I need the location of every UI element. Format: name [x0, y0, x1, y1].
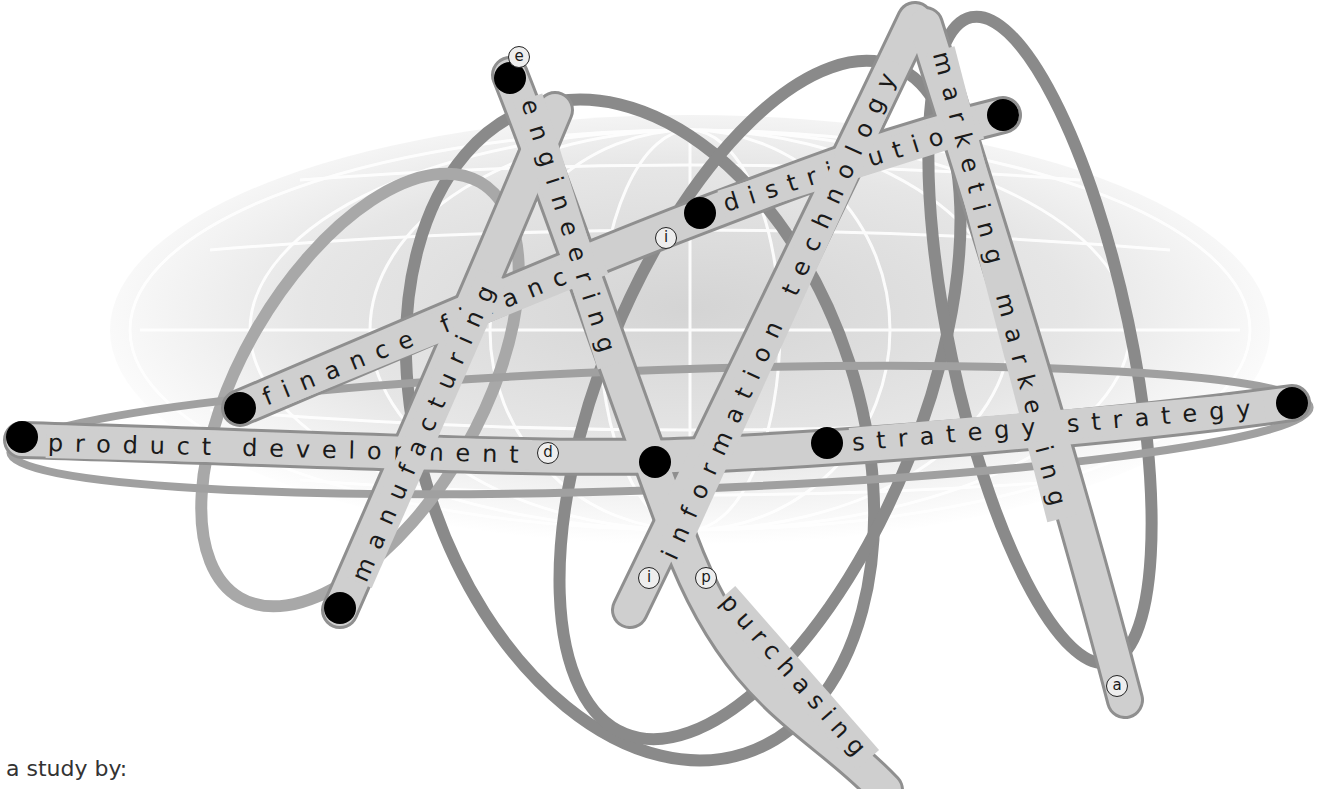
circled-letter: e	[508, 46, 530, 68]
circled-letter: i	[655, 227, 677, 249]
circled-letter: p	[695, 567, 717, 589]
circled-letter: a	[1106, 675, 1128, 697]
circled-letter: d	[537, 442, 559, 464]
credit-note: a study by:	[6, 756, 127, 781]
circled-letter: i	[638, 567, 660, 589]
